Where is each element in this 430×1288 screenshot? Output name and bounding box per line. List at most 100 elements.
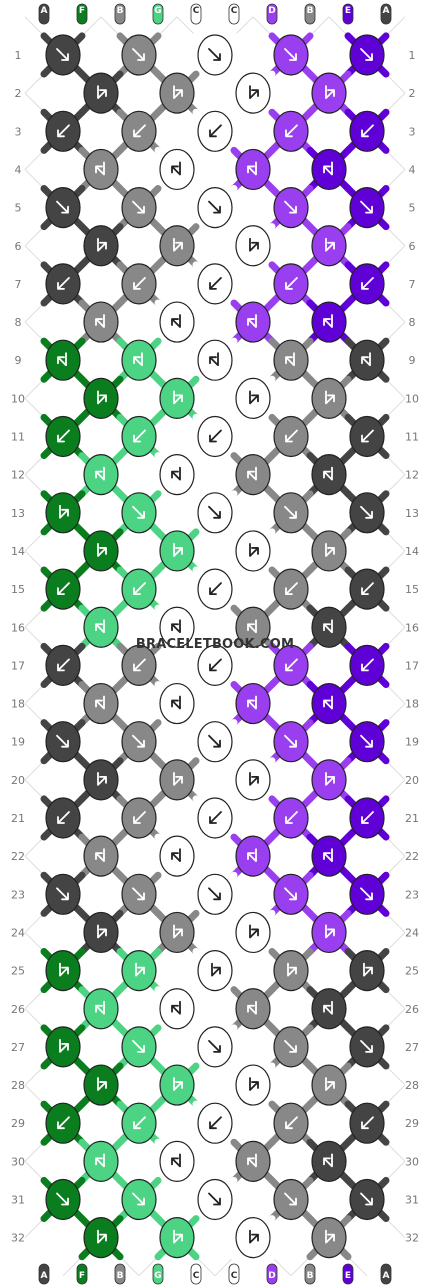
row-number-right: 26	[405, 1003, 419, 1016]
knot-oval	[311, 759, 347, 801]
knot	[45, 1026, 81, 1068]
knot-arrow-icon	[209, 429, 222, 443]
knot-oval	[235, 225, 271, 267]
knot	[83, 988, 119, 1030]
knot	[159, 835, 195, 877]
knot	[121, 1178, 157, 1221]
strand-tab	[304, 3, 316, 25]
knot-arrow-icon	[95, 695, 105, 710]
knot-oval	[311, 301, 347, 343]
row-number-left: 13	[11, 507, 25, 520]
knot-arrow-icon	[57, 811, 70, 824]
knot-arrow-icon	[323, 314, 333, 328]
knot-arrow-icon	[97, 771, 107, 786]
knot-arrow-icon	[323, 466, 333, 481]
knot-oval	[83, 911, 119, 954]
knot-oval	[45, 949, 81, 992]
knot	[45, 1178, 81, 1221]
knot-oval	[235, 454, 271, 496]
knot-arrow-icon	[133, 124, 146, 138]
knot	[45, 263, 81, 305]
knot-arrow-icon	[59, 962, 69, 977]
row-number-left: 26	[11, 1003, 25, 1016]
knot-arrow-icon	[249, 1229, 259, 1244]
knot-arrow-icon	[97, 924, 107, 939]
strand-letter: D	[268, 1271, 275, 1281]
knot-arrow-icon	[323, 1153, 333, 1168]
knot	[121, 263, 157, 305]
knot-arrow-icon	[97, 543, 107, 557]
knot-oval	[273, 339, 309, 381]
knot-arrow-icon	[249, 1077, 259, 1091]
row-number-right: 4	[409, 163, 416, 176]
knot	[45, 110, 81, 152]
knot	[197, 721, 233, 763]
knot	[121, 415, 157, 458]
knot	[197, 1102, 233, 1144]
knot	[121, 1026, 157, 1068]
knot-arrow-icon	[361, 1116, 374, 1130]
strand-tab	[228, 3, 240, 25]
knot	[83, 148, 119, 191]
knot	[349, 797, 385, 839]
row-number-left: 15	[11, 583, 25, 596]
strand-letter: C	[193, 1271, 200, 1281]
knot-oval	[159, 530, 195, 572]
knot	[235, 377, 271, 419]
knot	[273, 1026, 309, 1068]
strand-letter: F	[79, 1271, 85, 1281]
knot-arrow-icon	[360, 200, 373, 214]
knot-arrow-icon	[285, 1116, 298, 1130]
knot-oval	[311, 682, 347, 725]
knot	[349, 187, 385, 229]
knot-arrow-icon	[171, 619, 181, 634]
knot-arrow-icon	[249, 543, 259, 557]
knot-arrow-icon	[247, 1153, 257, 1168]
knot-oval	[311, 1217, 347, 1259]
knot-arrow-icon	[247, 466, 257, 481]
knot-arrow-icon	[284, 200, 297, 214]
row-number-right: 18	[405, 698, 419, 711]
knot-arrow-icon	[325, 390, 335, 405]
knot-oval	[159, 1217, 195, 1259]
knot-arrow-icon	[133, 429, 146, 443]
knot-oval	[235, 1064, 271, 1106]
knot-arrow-icon	[95, 466, 105, 481]
row-number-left: 20	[11, 774, 25, 787]
knot	[197, 1178, 233, 1221]
knot-arrow-icon	[325, 1229, 335, 1244]
knot-oval	[159, 72, 195, 114]
knot-arrow-icon	[209, 1116, 222, 1130]
knot-arrow-icon	[57, 658, 70, 672]
row-number-right: 10	[405, 392, 419, 405]
knot-arrow-icon	[361, 277, 374, 290]
knot-arrow-icon	[95, 314, 105, 328]
knot-arrow-icon	[132, 887, 145, 901]
knot-arrow-icon	[173, 771, 183, 786]
knot-oval	[235, 1140, 271, 1182]
row-number-left: 3	[15, 125, 22, 138]
row-number-right: 15	[405, 583, 419, 596]
knot-arrow-icon	[209, 582, 222, 595]
row-number-left: 6	[15, 240, 22, 253]
row-number-right: 7	[409, 278, 416, 291]
knot-layer	[45, 34, 385, 1259]
knot	[235, 1140, 271, 1182]
knot	[83, 530, 119, 572]
knot	[197, 415, 233, 458]
knot-arrow-icon	[57, 277, 70, 290]
knot	[235, 606, 271, 648]
knot-arrow-icon	[249, 85, 259, 100]
knot-arrow-icon	[209, 811, 222, 824]
knot-arrow-icon	[133, 582, 146, 595]
knot	[121, 721, 157, 763]
row-number-right: 32	[405, 1232, 419, 1245]
knot	[311, 225, 347, 267]
row-number-left: 2	[15, 87, 22, 100]
knot-arrow-icon	[360, 1192, 373, 1206]
knot	[197, 187, 233, 229]
row-number-left: 25	[11, 965, 25, 978]
knot-arrow-icon	[323, 848, 333, 863]
knot	[235, 72, 271, 114]
strand-letter: F	[79, 6, 85, 16]
